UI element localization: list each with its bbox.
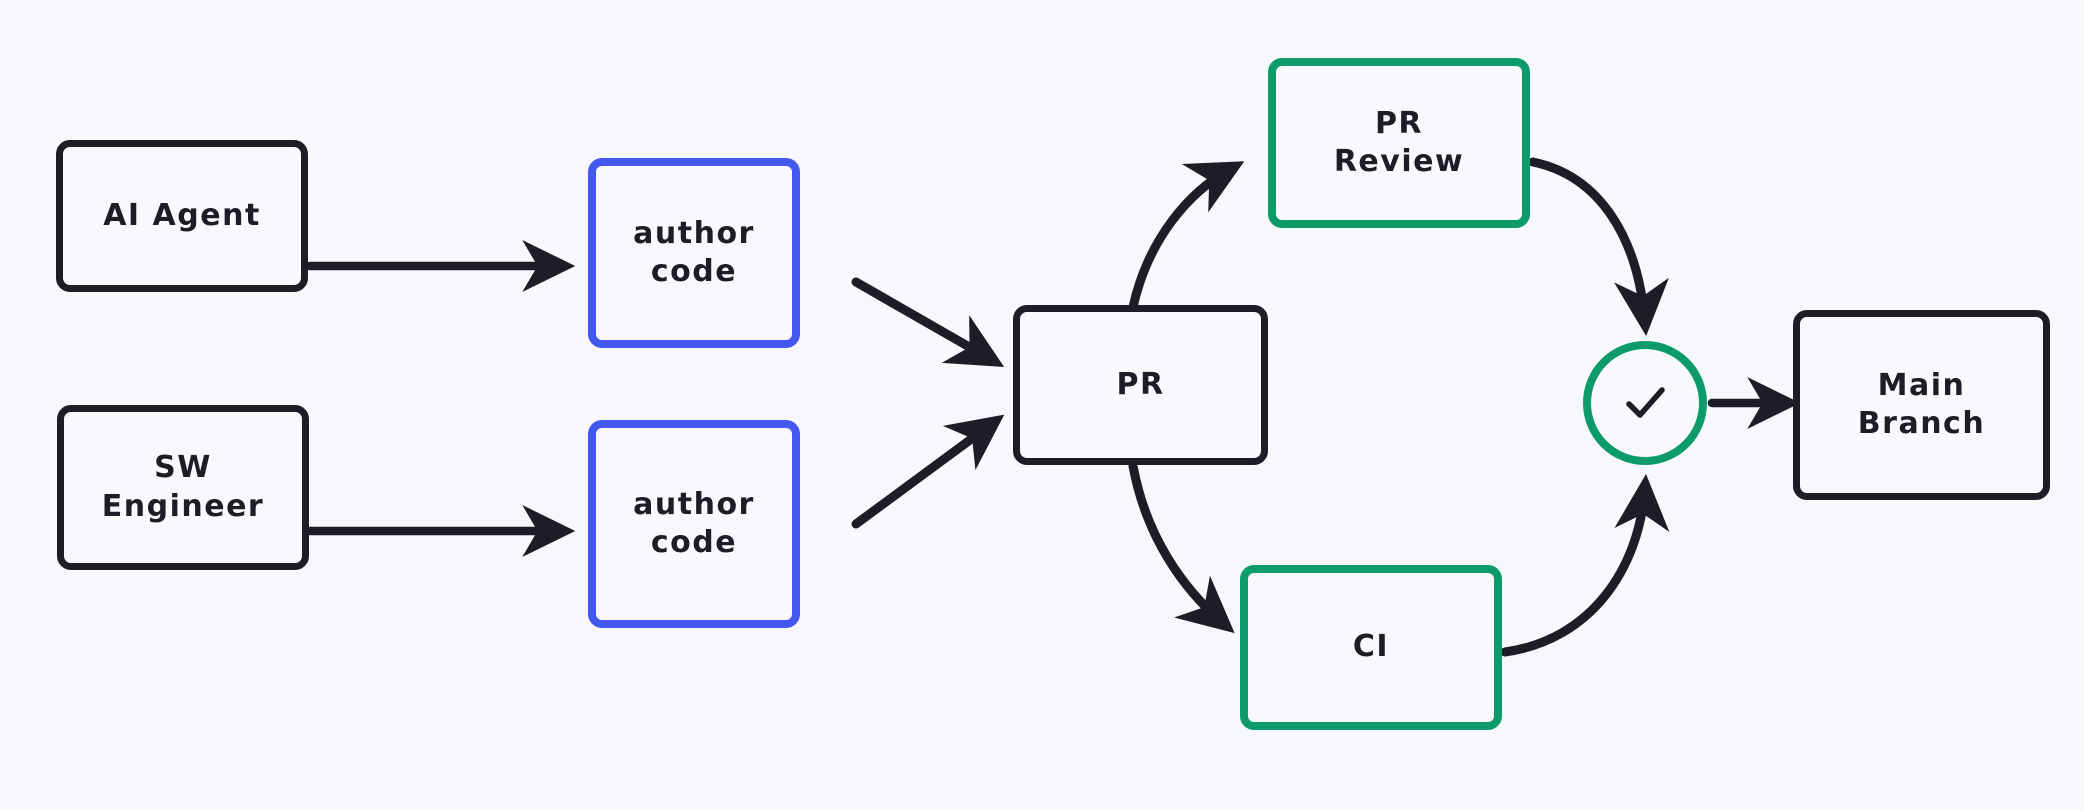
node-ci[interactable]: CI <box>1240 565 1502 730</box>
node-main-branch[interactable]: Main Branch <box>1793 310 2050 500</box>
edge-author-code-bottom-to-pr <box>851 414 1005 529</box>
node-author-code-bottom[interactable]: author code <box>588 420 800 628</box>
node-sw-engineer[interactable]: SW Engineer <box>57 405 309 570</box>
edge-pr-to-ci <box>1128 461 1235 634</box>
node-ci-label: CI <box>1352 629 1390 665</box>
node-ai-agent[interactable]: AI Agent <box>56 140 308 292</box>
node-sw-engineer-label: SW Engineer <box>101 450 265 524</box>
node-pr-review-label: PR Review <box>1333 105 1465 179</box>
node-pr-label: PR <box>1116 366 1165 402</box>
node-pr[interactable]: PR <box>1013 305 1268 465</box>
edge-pr-review-to-check <box>1528 157 1669 336</box>
node-author-code-top-label: author code <box>633 215 755 289</box>
edge-author-code-top-to-pr <box>851 277 1005 367</box>
check-icon <box>1626 387 1665 418</box>
node-ai-agent-label: AI Agent <box>103 197 261 233</box>
edge-ci-to-check <box>1500 473 1670 657</box>
node-pr-review[interactable]: PR Review <box>1268 58 1530 228</box>
edge-pr-to-pr-review <box>1128 161 1245 312</box>
node-author-code-bottom-label: author code <box>633 486 755 560</box>
node-merge-check[interactable] <box>1583 341 1707 465</box>
node-author-code-top[interactable]: author code <box>588 158 800 348</box>
node-main-branch-label: Main Branch <box>1857 367 1986 441</box>
